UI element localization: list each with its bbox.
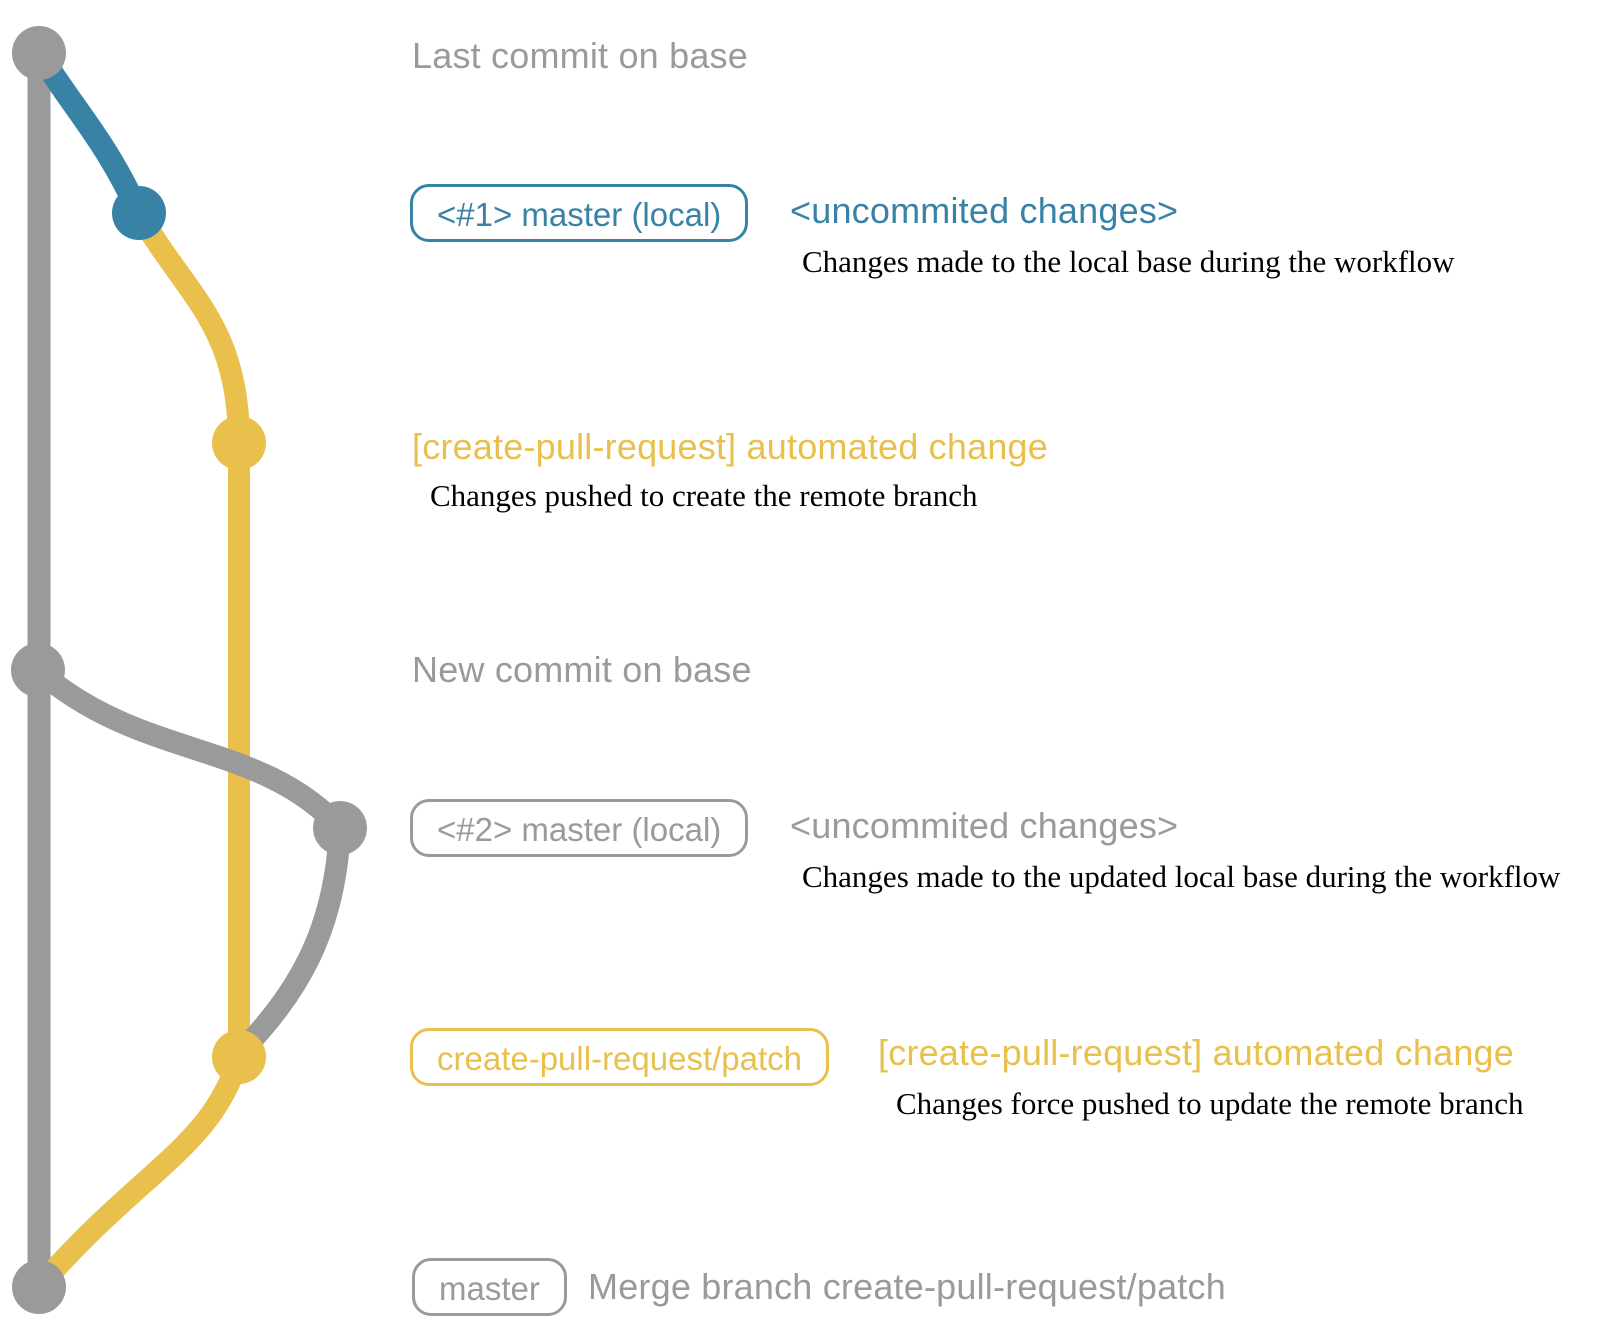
commit-note: Changes made to the local base during th… (802, 244, 1455, 279)
branch-badge: master (412, 1258, 567, 1316)
commit-message: Last commit on base (412, 35, 748, 76)
commit-dot-patch-1 (212, 416, 266, 470)
commit-message: [create-pull-request] automated change (412, 426, 1048, 467)
commit-message: <uncommited changes> (790, 805, 1179, 846)
commit-message: Merge branch create-pull-request/patch (588, 1266, 1226, 1307)
patch-merge-line (30, 1053, 250, 1295)
branch-badge: create-pull-request/patch (410, 1028, 830, 1086)
commit-dot-local-1 (112, 186, 166, 240)
commit-dot-patch-2 (212, 1030, 266, 1084)
commit-note: Changes made to the updated local base d… (802, 859, 1561, 894)
commit-dot-last-base (12, 26, 66, 80)
commit-dot-merge (12, 1260, 66, 1314)
branch-badge: <#1> master (local) (410, 184, 749, 242)
rebased-local-branch-line (30, 661, 349, 836)
commit-note: Changes pushed to create the remote bran… (430, 478, 978, 513)
patch-branch-out-line (129, 207, 250, 444)
force-push-line (233, 827, 351, 1060)
branch-badge-label: master (412, 1258, 567, 1316)
commit-message: New commit on base (412, 649, 752, 690)
branch-badge-label: create-pull-request/patch (410, 1028, 830, 1086)
commit-dot-new-base (11, 643, 65, 697)
branch-badge-label: <#2> master (local) (410, 799, 749, 857)
commit-dot-local-2 (313, 801, 367, 855)
branch-badge-label: <#1> master (local) (410, 184, 749, 242)
commit-message: [create-pull-request] automated change (878, 1032, 1514, 1073)
commit-message: <uncommited changes> (790, 190, 1179, 231)
branch-badge: <#2> master (local) (410, 799, 749, 857)
commit-note: Changes force pushed to update the remot… (896, 1086, 1524, 1121)
local-branch-line (29, 46, 150, 218)
